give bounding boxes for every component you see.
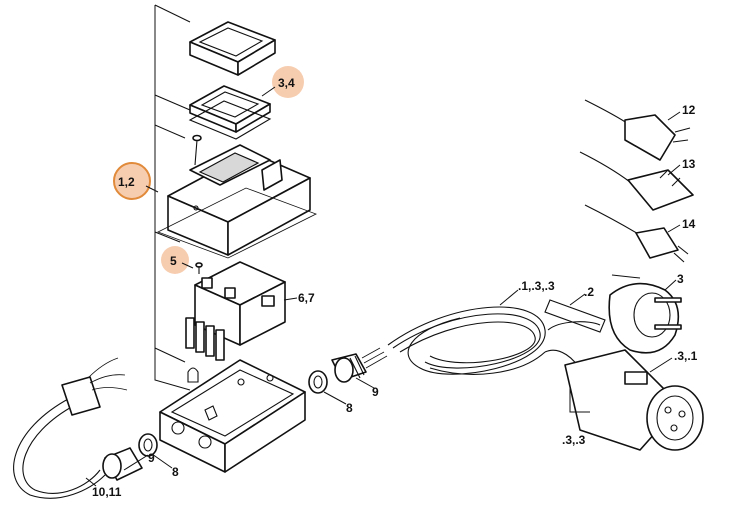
callout-label-3-3: .3,.3 xyxy=(562,433,586,447)
label-leaders xyxy=(85,86,681,487)
callout-label-3-4: 3,4 xyxy=(278,76,295,90)
callout-label-10-11: 10,11 xyxy=(92,485,122,499)
callout-label-12: 12 xyxy=(682,103,696,117)
callout-label-9-right: 9 xyxy=(372,385,379,399)
housing-cover-part xyxy=(156,144,318,259)
callout-label-14: 14 xyxy=(682,217,696,231)
screw-part xyxy=(192,134,202,166)
power-cord-12 xyxy=(584,99,691,161)
callout-label-5: 5 xyxy=(170,254,177,268)
lower-box-part xyxy=(159,359,306,473)
coiled-cable-part xyxy=(387,306,601,375)
cable-gland-9-left xyxy=(102,447,143,481)
power-cord-13 xyxy=(579,151,694,211)
callout-label-9-left: 9 xyxy=(148,451,155,465)
wires-right xyxy=(361,347,388,369)
cable-gland-9-right xyxy=(331,353,367,383)
adapter-plug-part xyxy=(608,274,682,354)
callout-label-1-3-3: .1,.3,.3 xyxy=(518,279,555,293)
highlight-1-2 xyxy=(113,162,151,200)
callout-label-2: .2 xyxy=(584,285,594,299)
callout-label-8-left: 8 xyxy=(172,465,179,479)
switch-block-part xyxy=(185,261,286,361)
cable-part-2 xyxy=(544,299,606,333)
power-cord-14 xyxy=(584,204,689,263)
industrial-plug-part xyxy=(564,349,704,451)
callout-label-8-right: 8 xyxy=(346,401,353,415)
clip-part xyxy=(187,367,199,383)
gland-nut-8-left xyxy=(138,433,158,457)
inner-frame-part xyxy=(188,85,272,140)
callout-label-1-2: 1,2 xyxy=(118,175,135,189)
highlight-3-4 xyxy=(272,66,304,98)
callout-label-3-1: .3,.1 xyxy=(674,349,698,363)
callout-label-3: 3 xyxy=(677,272,684,286)
leader-bracket-33 xyxy=(569,385,590,413)
top-frame-part xyxy=(189,21,276,76)
small-screw-part xyxy=(195,262,203,274)
highlight-5 xyxy=(161,246,189,274)
assembly-bracket-line xyxy=(154,4,191,391)
callout-label-13: 13 xyxy=(682,157,696,171)
gland-nut-8-right xyxy=(308,370,328,394)
callout-label-6-7: 6,7 xyxy=(298,291,315,305)
cable-10-11-part xyxy=(13,357,128,499)
